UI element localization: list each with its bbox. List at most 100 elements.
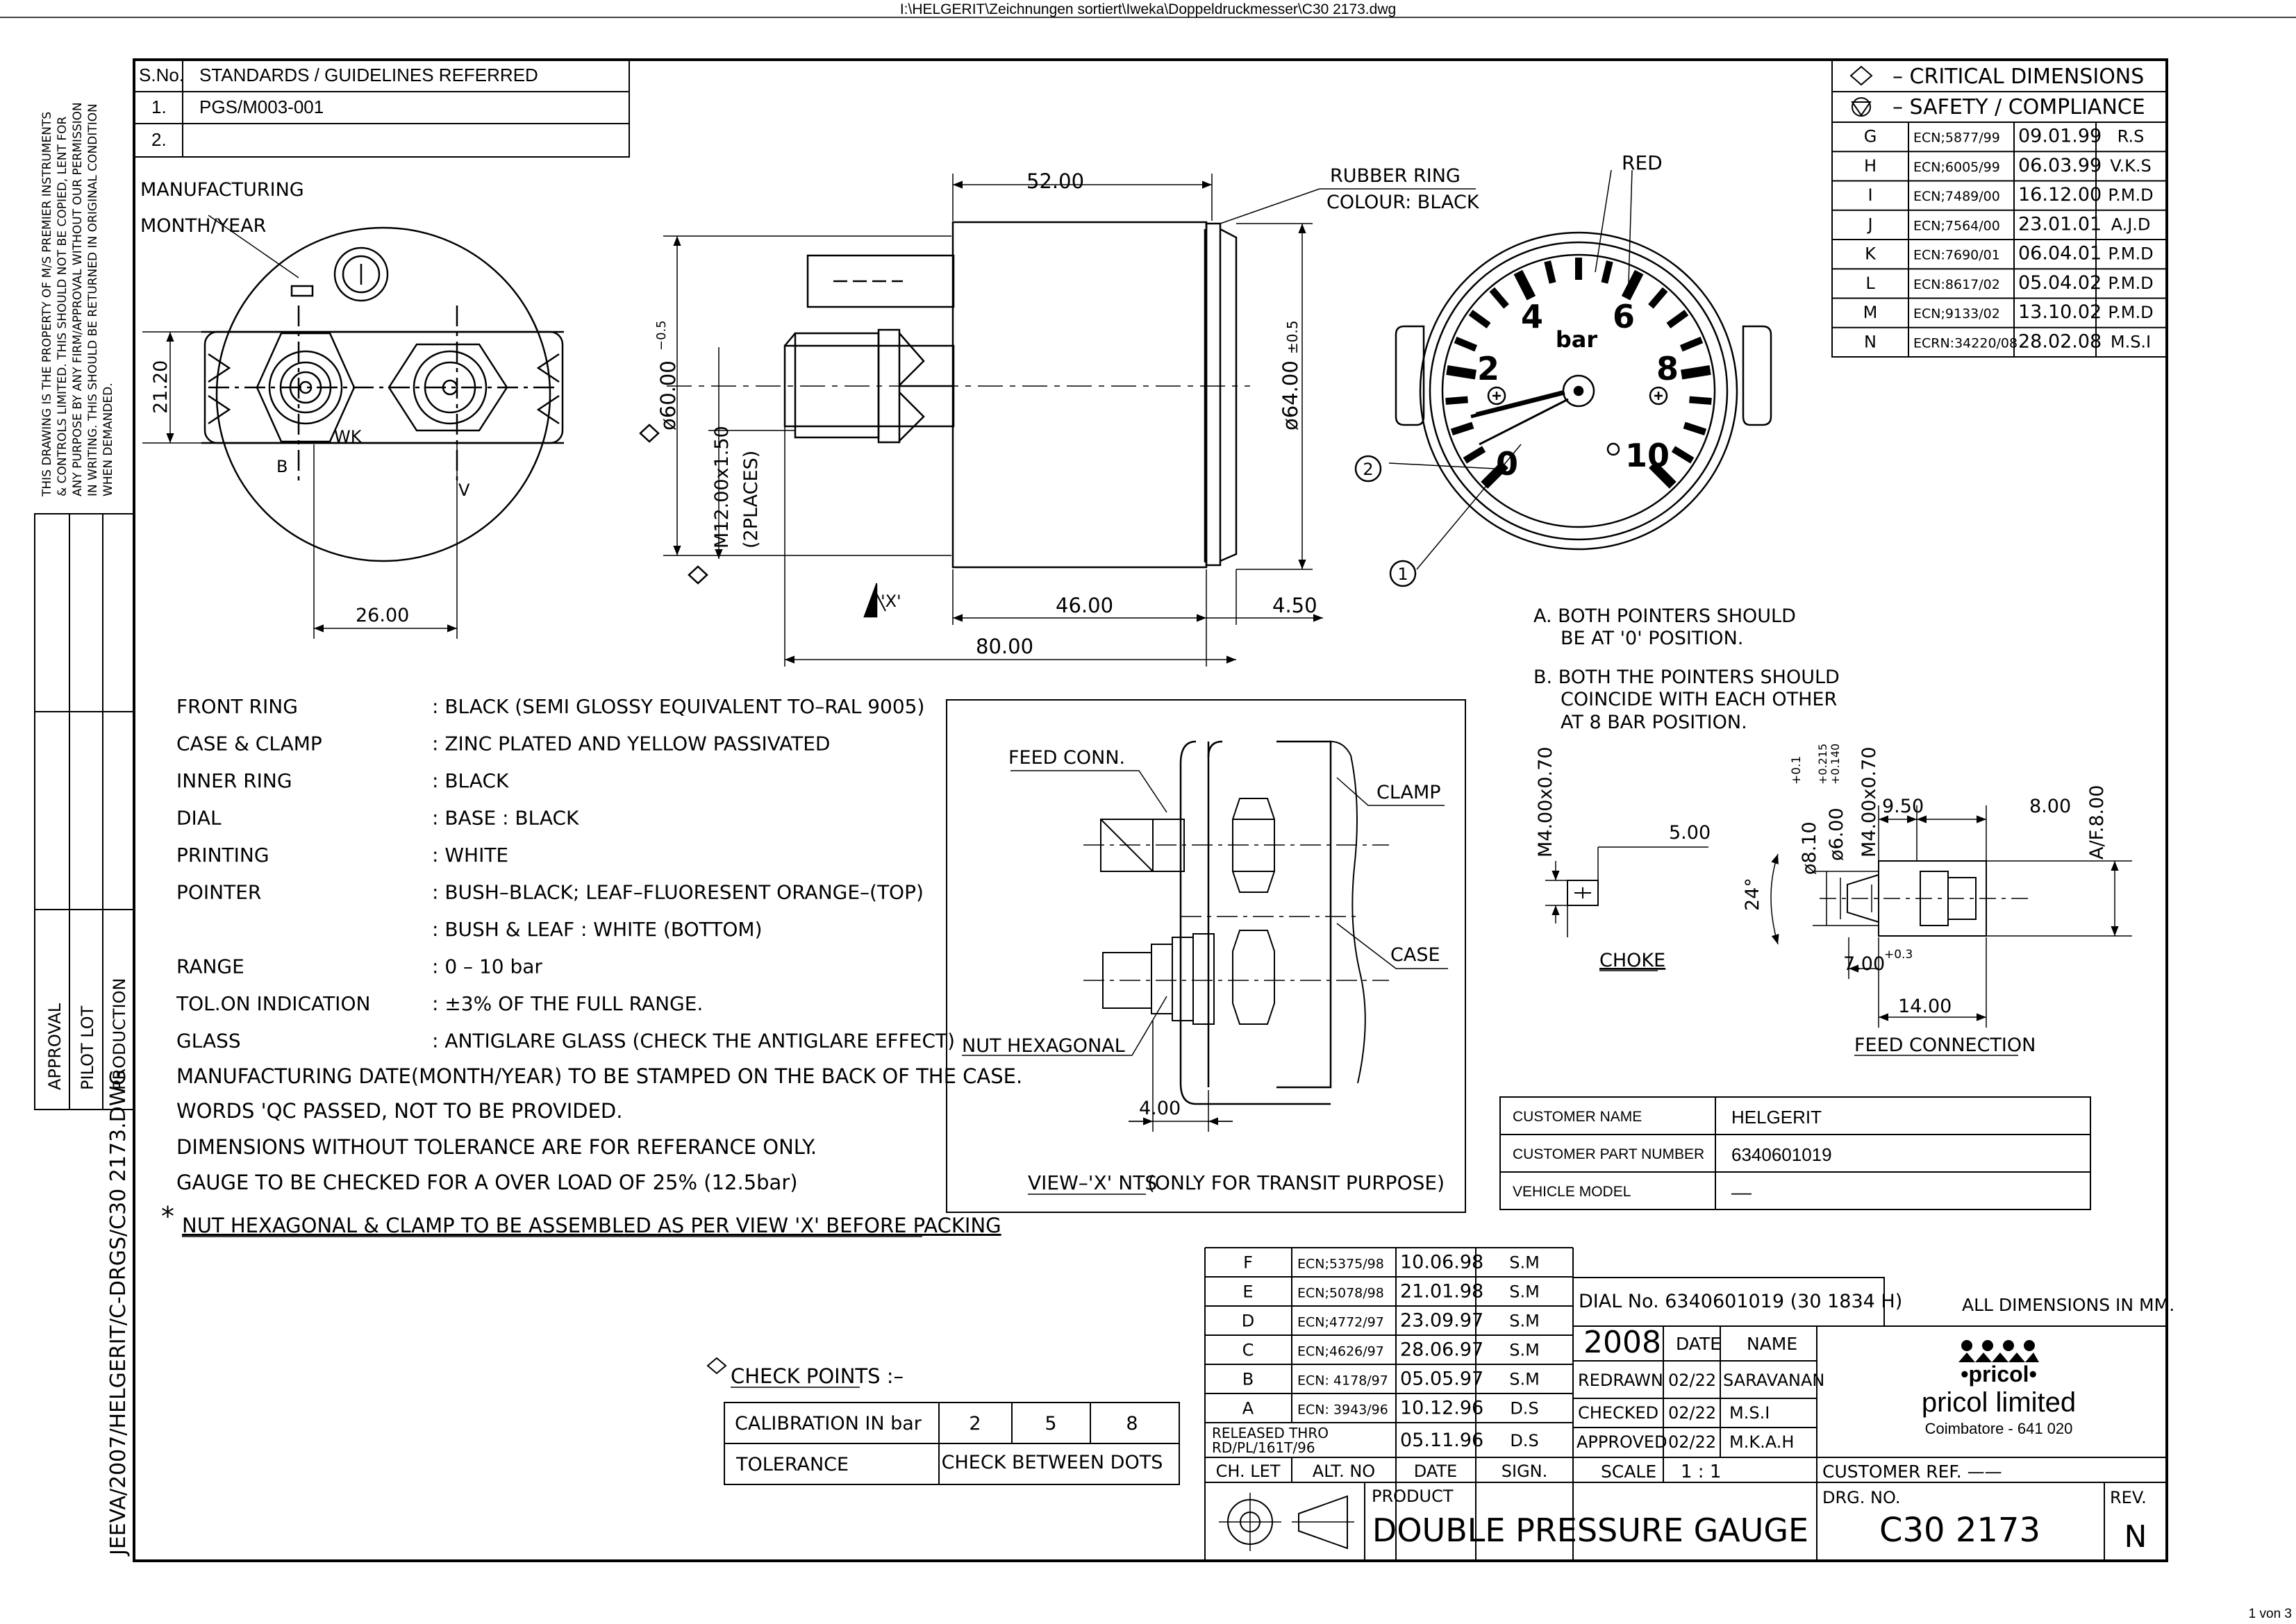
svg-text:02/22: 02/22 (1668, 1403, 1716, 1423)
pilot-lot-label: PILOT LOT (78, 1005, 97, 1090)
rev-top-cell: 06.03.99 (2018, 155, 2102, 176)
rev-top-cell: 16.12.00 (2018, 184, 2102, 206)
rev-top-cell: ECRN:34220/08 (1913, 335, 2018, 351)
dial-tick (1681, 365, 1711, 380)
spec-value: : WHITE (432, 844, 508, 867)
rev-top-cell: I (1867, 185, 1872, 205)
svg-text:DIAL No. 6340601019 (30 1834 H: DIAL No. 6340601019 (30 1834 H) (1579, 1291, 1902, 1312)
svg-text:CLAMP: CLAMP (1376, 782, 1441, 803)
rev-top-cell: ECN;6005/99 (1913, 160, 2000, 175)
notice-line-3: ANY PURPOSE BY ANY FIRM/APPROVAL WITHOUT… (71, 102, 85, 496)
rev-top-cell: 09.01.99 (2018, 126, 2102, 147)
page-indicator: 1 von 3 (2249, 1607, 2292, 1621)
svg-text:2.: 2. (151, 129, 167, 150)
spec-label: INNER RING (176, 769, 292, 792)
svg-text:•pricol•: •pricol• (1961, 1362, 2037, 1387)
standards-table: S.No. STANDARDS / GUIDELINES REFERRED 1.… (133, 59, 630, 158)
notice-line-1: THIS DRAWING IS THE PROPERTY OF M/S PREM… (40, 112, 54, 497)
spec-list: FRONT RING: BLACK (SEMI GLOSSY EQUIVALEN… (176, 695, 955, 1053)
dial-tick (1454, 336, 1478, 352)
svg-text:DOUBLE PRESSURE GAUGE: DOUBLE PRESSURE GAUGE (1372, 1512, 1808, 1549)
svg-text:B. BOTH THE POINTERS SHOULD: B. BOTH THE POINTERS SHOULD (1533, 667, 1840, 688)
svg-text:BE AT '0' POSITION.: BE AT '0' POSITION. (1561, 628, 1743, 649)
svg-text:VIEW–'X' NTS: VIEW–'X' NTS (1028, 1171, 1157, 1194)
svg-text:02/22: 02/22 (1668, 1371, 1716, 1390)
rev-top-cell: ECN;9133/02 (1913, 306, 2000, 321)
rev-top-cell: 06.04.01 (2018, 243, 2102, 265)
rev-top-cell: M.S.I (2111, 332, 2151, 351)
dial-tick (1671, 446, 1695, 464)
dial-tick (1601, 260, 1613, 284)
svg-text:MANUFACTURING: MANUFACTURING (140, 179, 304, 201)
feed-connection-detail (1770, 805, 2132, 1028)
notice-line-5: WHEN DEMANDED. (101, 383, 115, 496)
released-thro: RELEASED THRO (1212, 1425, 1329, 1441)
scale-label-6: 6 (1613, 298, 1635, 335)
notice-line-2: & CONTROLS LIMITED. THIS SHOULD NOT BE C… (56, 116, 69, 496)
rev-bottom-cell: E (1242, 1282, 1253, 1301)
rev-bottom-cell: B (1242, 1369, 1254, 1389)
svg-text:2008: 2008 (1583, 1325, 1661, 1360)
spec-label: FRONT RING (176, 695, 298, 718)
svg-text:WK: WK (334, 427, 363, 446)
svg-text:46.00: 46.00 (1056, 594, 1113, 617)
rev-header: CH. LET (1216, 1462, 1281, 1481)
pointer-notes: A. BOTH POINTERS SHOULD BE AT '0' POSITI… (1533, 605, 1840, 733)
rev-bottom-cell: S.M (1509, 1340, 1540, 1359)
dial-tick (1679, 336, 1704, 352)
rev-bottom-cell: 23.09.97 (1400, 1309, 1483, 1331)
svg-text:14.00: 14.00 (1898, 996, 1952, 1017)
critical-diamond-icon (1849, 65, 1873, 86)
view-x-box (946, 699, 1466, 1213)
svg-text:REDRAWN: REDRAWN (1578, 1371, 1663, 1390)
svg-text:GAUGE TO BE CHECKED FOR A OVER: GAUGE TO BE CHECKED FOR A OVER LOAD OF 2… (176, 1171, 798, 1194)
rev-bottom-cell: ECN;4626/97 (1297, 1343, 1384, 1359)
general-notes: MANUFACTURING DATE(MONTH/YEAR) TO BE STA… (161, 1064, 1022, 1237)
svg-text:'X': 'X' (881, 592, 901, 611)
scale-label-4: 4 (1521, 298, 1543, 335)
svg-text:CHECK POINTS :–: CHECK POINTS :– (731, 1364, 904, 1388)
svg-text:*: * (161, 1201, 174, 1232)
svg-text:V: V (458, 480, 470, 500)
svg-text:MANUFACTURING DATE(MONTH/YEAR): MANUFACTURING DATE(MONTH/YEAR) TO BE STA… (176, 1064, 1022, 1088)
svg-text:APPROVED: APPROVED (1577, 1432, 1667, 1452)
svg-text:– SAFETY / COMPLIANCE: – SAFETY / COMPLIANCE (1892, 95, 2145, 119)
dial-tick (1513, 269, 1536, 301)
rev-top-cell: 28.02.08 (2018, 330, 2102, 352)
rev-bottom-cell: 05.05.97 (1400, 1368, 1483, 1389)
svg-text:HELGERIT: HELGERIT (1731, 1107, 1822, 1128)
svg-text:CHECKED: CHECKED (1578, 1403, 1658, 1423)
svg-text:CASE: CASE (1390, 944, 1440, 966)
svg-text:+0.3: +0.3 (1884, 948, 1913, 962)
svg-text:PRODUCT: PRODUCT (1372, 1487, 1454, 1506)
rev-top-cell: 13.10.02 (2018, 301, 2102, 323)
svg-text:COINCIDE WITH EACH OTHER: COINCIDE WITH EACH OTHER (1561, 689, 1837, 710)
check-points-table: CHECK POINTS :– CALIBRATION IN bar 2 5 8… (706, 1357, 1180, 1485)
rev-top-cell: ECN:8617/02 (1913, 277, 2000, 292)
production-label: PRODUCTION (110, 978, 129, 1090)
svg-text:Coimbatore - 641 020: Coimbatore - 641 020 (1925, 1420, 2073, 1437)
rev-bottom-cell: D.S (1510, 1398, 1538, 1418)
rev-top-cell: N (1864, 332, 1877, 351)
svg-text:DIMENSIONS WITHOUT TOLERANCE A: DIMENSIONS WITHOUT TOLERANCE ARE FOR REF… (176, 1135, 817, 1159)
svg-text:21.20: 21.20 (150, 360, 172, 414)
svg-text:S.No.: S.No. (139, 65, 184, 85)
rev-header: DATE (1414, 1462, 1457, 1481)
svg-text:6340601019: 6340601019 (1731, 1144, 1832, 1165)
choke-detail (1545, 846, 1708, 937)
svg-text:FEED CONNECTION: FEED CONNECTION (1854, 1035, 2036, 1056)
svg-text:M12.00x1.50: M12.00x1.50 (711, 426, 733, 549)
svg-text:DRG. NO.: DRG. NO. (1822, 1488, 1901, 1507)
spec-value: : BUSH & LEAF : WHITE (BOTTOM) (432, 918, 763, 941)
svg-text:TOLERANCE: TOLERANCE (735, 1454, 849, 1475)
dial-tick (1649, 461, 1677, 489)
dial-tick (1450, 421, 1474, 436)
svg-text:9.50: 9.50 (1882, 796, 1924, 817)
rev-top-cell: R.S (2118, 127, 2145, 147)
left-margin: APPROVAL PILOT LOT PRODUCTION JEEVA/2007… (34, 102, 135, 1557)
svg-text:COLOUR: BLACK: COLOUR: BLACK (1326, 192, 1480, 213)
spec-value: : BASE : BLACK (432, 807, 579, 830)
svg-text:1: 1 (1397, 564, 1408, 584)
released-date: 05.11.96 (1400, 1430, 1483, 1451)
